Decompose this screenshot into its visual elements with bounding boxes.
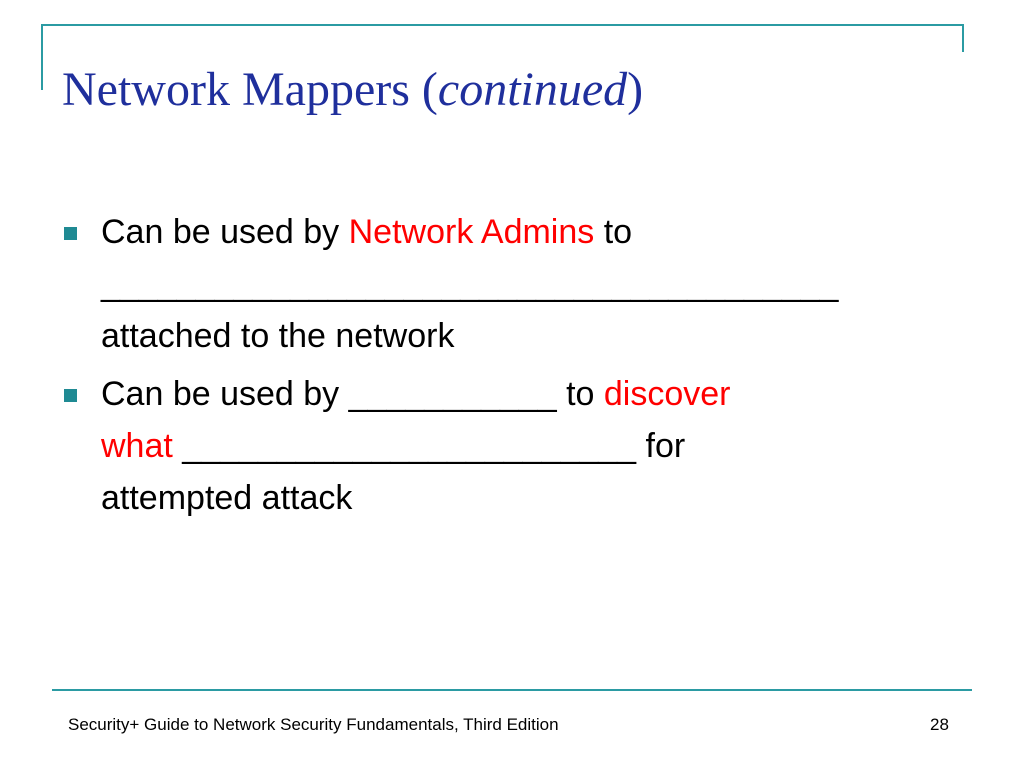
footer-divider (52, 689, 972, 691)
bullet-1-text-a: Can be used by (101, 213, 349, 251)
square-bullet-icon (64, 389, 77, 402)
title-close: ) (627, 63, 644, 116)
bullet-2-line-2: what ________________________ for (101, 420, 944, 472)
bullet-2-text-a: Can be used by (101, 375, 349, 413)
bullet-1-text-b: to (594, 213, 633, 251)
bullet-list: Can be used by Network Admins to _______… (64, 206, 944, 530)
bullet-item-1: Can be used by Network Admins to _______… (64, 206, 944, 362)
bullet-2-text-b: to (556, 375, 604, 413)
bullet-1-blank: _______________________________________ (101, 265, 839, 303)
page-number: 28 (930, 715, 949, 734)
frame-left-line (41, 24, 43, 90)
bullet-1-line-1: Can be used by Network Admins to (101, 206, 944, 258)
frame-top-line (41, 24, 964, 26)
square-bullet-icon (64, 227, 77, 240)
bullet-2-line-3: attempted attack (101, 479, 353, 517)
bullet-2-blank-1: ___________ (348, 375, 557, 413)
slide-title: Network Mappers (continued) (62, 63, 644, 117)
bullet-1-highlight: Network Admins (348, 213, 595, 251)
bullet-2-blank-2: ________________________ (172, 427, 637, 465)
bullet-1-line-3: attached to the network (101, 317, 455, 355)
title-italic: continued (437, 63, 628, 116)
title-main: Network Mappers ( (62, 63, 438, 116)
bullet-2-text-c: for (636, 427, 686, 465)
bullet-2-line-1: Can be used by ___________ to discover (101, 368, 944, 420)
bullet-2-highlight-1: discover (603, 375, 731, 413)
bullet-2-highlight-2: what (101, 427, 173, 465)
bullet-item-2: Can be used by ___________ to discover w… (64, 368, 944, 524)
frame-right-line (962, 24, 964, 52)
footer-text: Security+ Guide to Network Security Fund… (68, 715, 559, 734)
